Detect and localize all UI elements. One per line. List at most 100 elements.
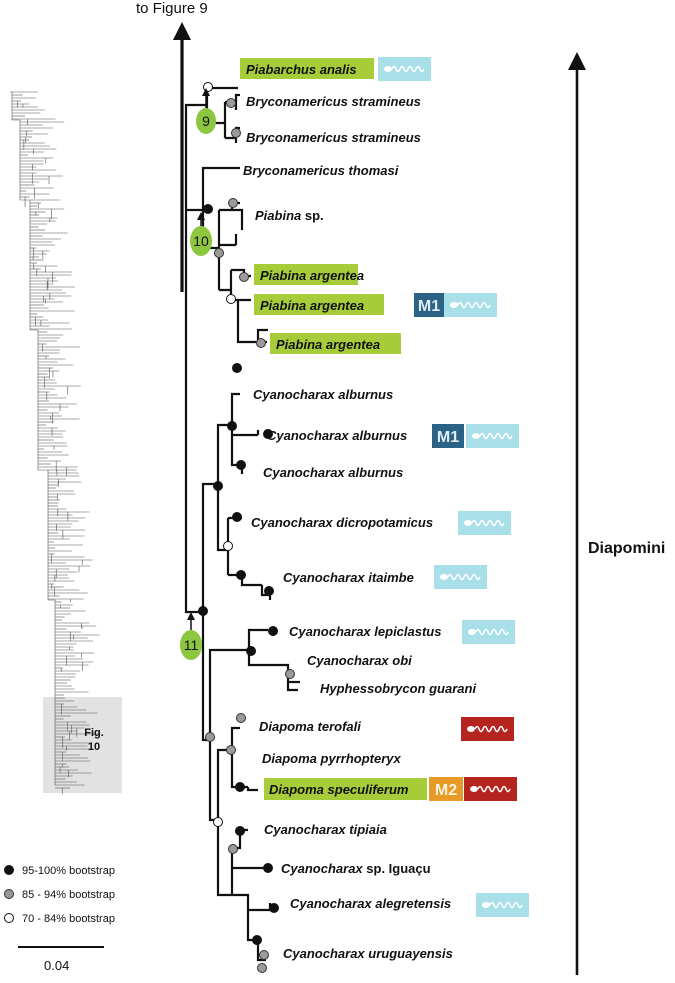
node-dot (246, 646, 256, 656)
node-dot (231, 128, 241, 138)
sperm-tail-icon (457, 301, 491, 309)
node-dot (226, 745, 236, 755)
taxon-row: Piabina argentea (254, 264, 364, 285)
taxon-row: Cyanocharax uruguayensis (283, 946, 453, 961)
taxon-name: Piabina argentea (260, 298, 364, 313)
overview-tree-branches (10, 91, 101, 795)
node-tag-9: 9 (196, 88, 216, 134)
taxon-name: Piabina sp. (255, 208, 324, 223)
node-tag-9-label: 9 (202, 113, 210, 129)
node-dot (203, 82, 213, 92)
node-tag-11-label: 11 (184, 637, 199, 653)
node-dot (223, 541, 233, 551)
pointer-arrow-icon (202, 88, 210, 96)
taxon-row: Bryconamericus thomasi (243, 163, 399, 178)
taxon-row: Cyanocharax alburnus (253, 387, 393, 402)
sperm-head-icon (464, 520, 472, 526)
node-dot (235, 826, 245, 836)
legend-label-white: 70 - 84% bootstrap (22, 913, 115, 925)
scale-bar-label: 0.04 (44, 958, 69, 973)
branch-cyanocharax-dicropotamicus (226, 516, 272, 600)
node-dot (228, 198, 238, 208)
legend-white-dot (4, 913, 14, 923)
taxon-row: Diapoma speculiferum (264, 778, 427, 800)
taxon-row: Cyanocharax tipiaia (264, 822, 387, 837)
taxon-row: Hyphessobrycon guarani (320, 681, 476, 696)
node-tag-10: 10 (190, 212, 212, 256)
overview-tree: Fig. 10 (10, 91, 122, 795)
node-dot (213, 817, 223, 827)
node-dot (239, 272, 249, 282)
m1-badge: M1 (432, 424, 464, 448)
node-dot (263, 429, 273, 439)
legend-black-dot (4, 865, 14, 875)
taxon-name: Cyanocharax alburnus (253, 387, 393, 402)
taxon-row: Cyanocharax sp. Iguaçu (281, 861, 431, 876)
taxon-name: Diapoma speculiferum (269, 782, 409, 797)
sperm-tail-icon (474, 725, 508, 733)
taxon-row: Cyanocharax obi (307, 653, 412, 668)
up-arrow-head-icon (173, 22, 191, 40)
node-dot (214, 248, 224, 258)
node-dot (198, 606, 208, 616)
node-dot (256, 338, 266, 348)
taxon-name: Cyanocharax dicropotamicus (251, 515, 433, 530)
taxon-name: Diapoma terofali (259, 719, 361, 734)
node-dot (235, 782, 245, 792)
node-dot (236, 713, 246, 723)
legend-label-gray: 85 - 94% bootstrap (22, 889, 115, 901)
overview-inset-label-line2: 10 (88, 741, 100, 753)
sperm-tail-icon (447, 573, 481, 581)
m1-badge: M1 (414, 293, 444, 317)
taxon-row: Cyanocharax alburnus (267, 428, 407, 443)
node-dot (203, 204, 213, 214)
clade-label: Diapomini (588, 540, 665, 557)
taxon-name: Cyanocharax alburnus (267, 428, 407, 443)
node-dot (228, 844, 238, 854)
sperm-tail-icon (475, 628, 509, 636)
node-dot (236, 460, 246, 470)
node-dot (263, 863, 273, 873)
node-tag-11: 11 (180, 612, 202, 660)
morph-badges: M1 M1 M2 (414, 293, 464, 801)
taxon-name: Piabarchus analis (246, 62, 357, 77)
taxon-row: Cyanocharax itaimbe (283, 570, 414, 585)
taxon-row: Piabarchus analis (240, 58, 374, 79)
branch-diapoma (208, 726, 258, 822)
m2-badge: M2 (429, 777, 463, 801)
node-dot (252, 935, 262, 945)
taxon-name: Cyanocharax alburnus (263, 465, 403, 480)
sperm-head-icon (482, 902, 490, 908)
taxon-row: Cyanocharax lepiclastus (289, 624, 441, 639)
node-dot (285, 669, 295, 679)
node-dot (205, 732, 215, 742)
taxon-row: Piabina argentea (270, 333, 401, 354)
to-figure-label: to Figure 9 (136, 0, 208, 17)
taxon-row: Cyanocharax alburnus (263, 465, 403, 480)
node-dot (269, 903, 279, 913)
taxon-name: Diapoma pyrrhopteryx (262, 751, 401, 766)
taxon-name: Hyphessobrycon guarani (320, 681, 476, 696)
taxon-name: Cyanocharax lepiclastus (289, 624, 441, 639)
node-dot (226, 98, 236, 108)
taxon-name: Piabina argentea (276, 337, 380, 352)
taxon-row: Cyanocharax alegretensis (290, 896, 451, 911)
sperm-head-icon (384, 66, 392, 72)
taxon-row: Bryconamericus stramineus (246, 94, 421, 109)
node-dot (268, 626, 278, 636)
node-tag-badge (180, 630, 202, 660)
node-tag-10-label: 10 (193, 233, 209, 249)
scale-bar: 0.04 (18, 946, 104, 973)
taxon-row: Diapoma pyrrhopteryx (262, 751, 401, 766)
overview-inset-label-line1: Fig. (84, 727, 104, 739)
m1-badge-label: M1 (437, 429, 459, 446)
sperm-head-icon (450, 302, 458, 308)
sperm-head-icon (440, 574, 448, 580)
taxon-row: Diapoma terofali (259, 719, 361, 734)
taxon-name: Cyanocharax uruguayensis (283, 946, 453, 961)
taxon-row: Piabina argentea (254, 294, 384, 315)
sperm-head-icon (467, 726, 475, 732)
node-tag-badge (196, 108, 216, 134)
bootstrap-legend: 95-100% bootstrap 85 - 94% bootstrap 70 … (4, 865, 115, 925)
